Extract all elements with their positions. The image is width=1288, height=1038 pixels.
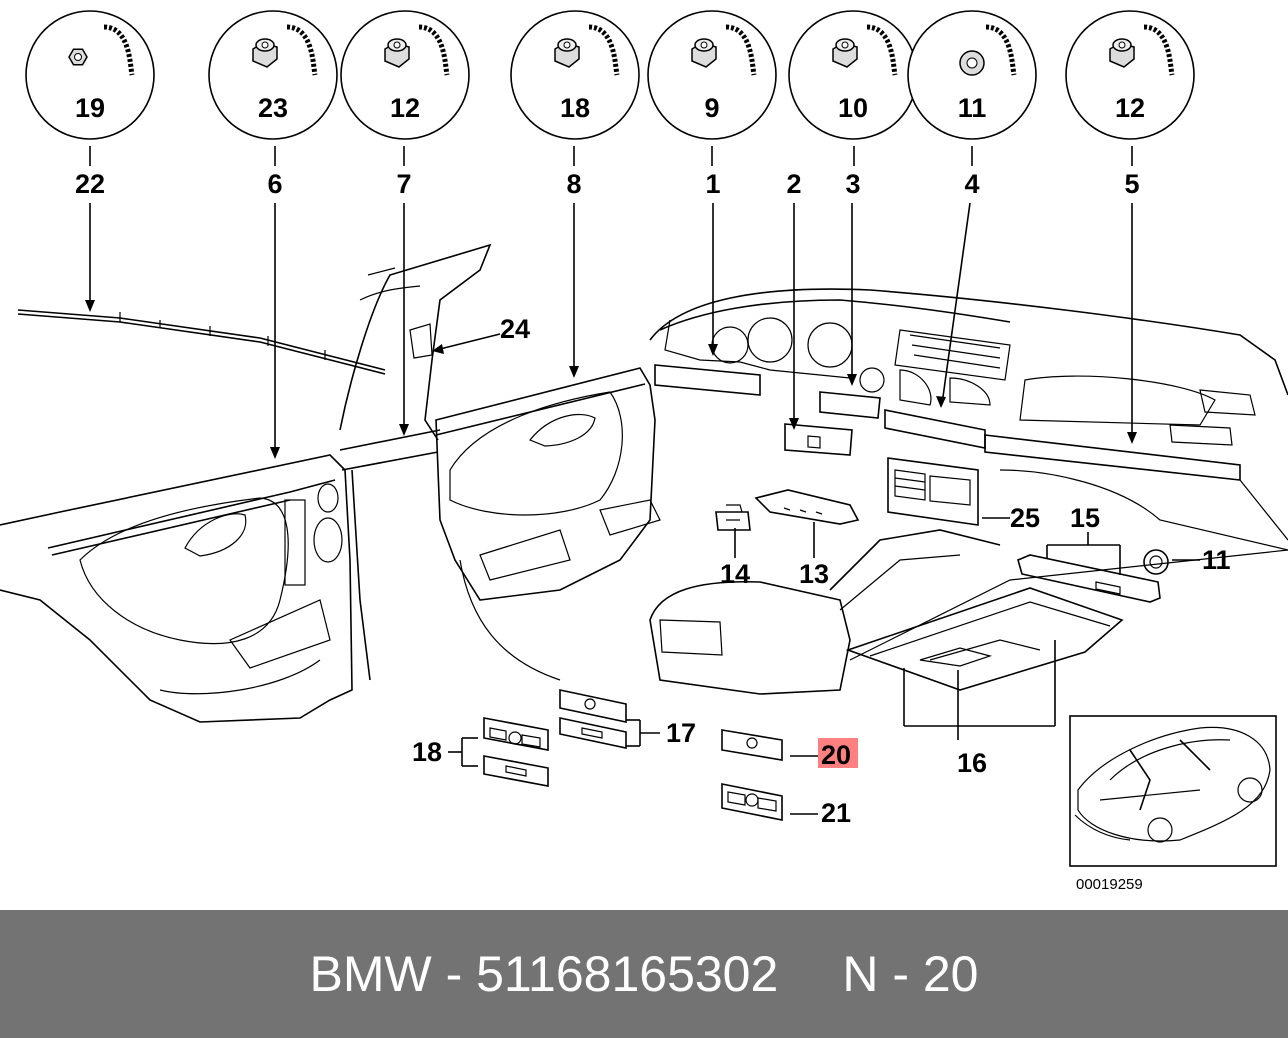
fastener-circle: 23 [208,10,338,140]
fastener-circle: 12 [1065,10,1195,140]
small-parts [483,489,1169,821]
callout-21: 21 [821,798,851,828]
callout-18: 18 [412,737,442,767]
callout-15: 15 [1070,503,1100,533]
callout-6: 6 [267,169,282,199]
dashboard [649,288,1288,551]
fastener-circle: 9 [647,10,777,140]
callout-11: 11 [1202,545,1231,575]
fastener-circle-label: 12 [1115,93,1145,123]
rear-door-panel [0,309,386,723]
b-pillar [339,243,492,681]
callout-25: 25 [1010,503,1040,533]
fastener-circle-label: 23 [258,93,288,123]
fastener-circle-row: 19 23 12 18 9 10 11 12 [25,10,1195,140]
callout-14: 14 [720,559,750,589]
clip-nut-icon [1109,38,1135,68]
fastener-circle-label: 12 [390,93,420,123]
part-callouts: 22 6 7 8 1 2 3 4 5 24 25 15 11 14 13 17 … [75,169,1231,828]
fastener-circle: 11 [907,10,1037,140]
leader-lines [85,146,1200,815]
callout-4: 4 [964,169,979,199]
brand-part-number: BMW - 51168165302 [309,946,779,1002]
fastener-circle-label: 9 [704,93,719,123]
callout-7: 7 [396,169,411,199]
callout-2: 2 [786,169,801,199]
callout-1: 1 [705,169,720,199]
fastener-circle: 19 [25,10,155,140]
fastener-circle: 18 [510,10,640,140]
star-clip-icon [959,50,985,76]
footer-bar: BMW - 51168165302 N - 20 [0,910,1288,1038]
callout-22: 22 [75,169,105,199]
highlight-box [818,738,858,768]
fastener-circle-label: 19 [75,93,105,123]
hex-nut-icon [68,48,88,66]
clip-nut-icon [691,38,717,68]
callout-13: 13 [799,559,829,589]
fastener-circle: 10 [788,10,918,140]
clip-nut-icon [384,38,410,68]
callout-3: 3 [845,169,860,199]
diagram-reference-number: 00019259 [1076,876,1143,893]
fastener-circle-label: 11 [958,93,987,123]
callout-20-highlighted: 20 [821,740,851,770]
clip-nut-icon [252,38,278,68]
position-number: N - 20 [842,946,979,1002]
callout-8: 8 [566,169,581,199]
callout-16: 16 [957,748,987,778]
fastener-circle-label: 10 [838,93,868,123]
fastener-circle-label: 18 [560,93,590,123]
car-thumbnail [1069,715,1277,867]
center-console [649,529,1288,695]
callout-24: 24 [500,314,530,344]
callout-17: 17 [666,718,696,748]
callout-5: 5 [1124,169,1139,199]
fastener-circle: 12 [340,10,470,140]
clip-nut-icon [832,38,858,68]
front-door-panel [435,367,661,681]
clip-nut-icon [554,38,580,68]
